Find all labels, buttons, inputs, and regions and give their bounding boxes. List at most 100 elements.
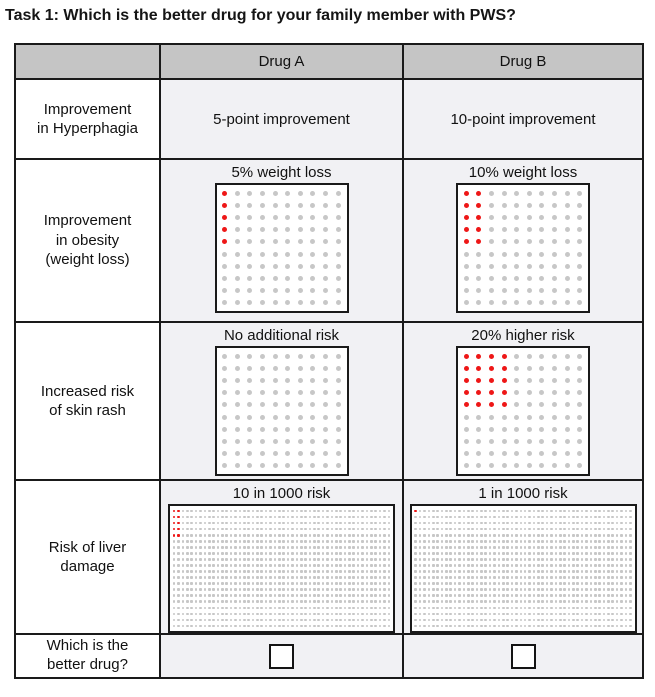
gray-dot (348, 539, 351, 543)
gray-dot (387, 527, 391, 531)
red-dot (463, 365, 469, 371)
gray-dot (475, 588, 479, 591)
gray-dot (497, 594, 501, 598)
row-obesity: Improvement in obesity (weight loss) 5% … (14, 158, 644, 323)
gray-dot (475, 546, 479, 549)
gray-dot (222, 251, 228, 257)
gray-dot (476, 263, 482, 269)
gray-dot (576, 546, 580, 549)
gray-dot (589, 582, 593, 585)
gray-dot (323, 402, 329, 408)
gray-dot (203, 618, 207, 622)
gray-dot (440, 618, 444, 622)
gray-dot (607, 582, 610, 585)
gray-dot (216, 558, 220, 561)
gray-dot (532, 618, 536, 622)
gray-dot (369, 618, 373, 622)
gray-dot (221, 618, 224, 622)
gray-dot (251, 527, 255, 531)
gray-dot (269, 618, 272, 622)
gray-dot (339, 564, 342, 567)
red-dot (463, 190, 469, 196)
gray-dot (334, 558, 338, 561)
gray-dot (221, 624, 224, 628)
gray-dot (418, 600, 422, 604)
gray-dot (222, 377, 228, 383)
gray-dot (602, 521, 606, 525)
gray-dot (484, 576, 488, 579)
gray-dot (462, 521, 466, 525)
gray-dot (580, 558, 584, 561)
gray-dot (383, 509, 386, 513)
gray-dot (466, 546, 470, 549)
gray-dot (550, 539, 553, 543)
gray-dot (458, 612, 461, 616)
gray-dot (186, 521, 189, 525)
gray-dot (199, 612, 202, 616)
gray-dot (272, 288, 278, 294)
drug-a-checkbox[interactable] (269, 643, 294, 669)
gray-dot (593, 552, 597, 555)
gray-dot (598, 618, 601, 622)
gray-dot (515, 576, 518, 579)
gray-dot (445, 606, 448, 610)
gray-dot (554, 612, 558, 616)
gray-dot (286, 552, 290, 555)
gray-dot (453, 582, 457, 585)
gray-dot (308, 558, 312, 561)
gray-dot (475, 558, 479, 561)
gray-dot (361, 576, 364, 579)
gray-dot (369, 600, 373, 604)
gray-dot (414, 600, 417, 604)
gray-dot (445, 594, 448, 598)
gray-dot (589, 533, 593, 537)
gray-dot (190, 546, 193, 549)
drug-b-checkbox[interactable] (510, 643, 536, 669)
gray-dot (374, 552, 377, 555)
gray-dot (282, 546, 285, 549)
gray-dot (374, 588, 377, 591)
gray-dot (475, 576, 479, 579)
gray-dot (585, 539, 588, 543)
gray-dot (181, 582, 185, 585)
gray-dot (593, 594, 597, 598)
gray-dot (423, 594, 426, 598)
gray-dot (361, 600, 364, 604)
gray-dot (506, 564, 509, 567)
gray-dot (335, 251, 341, 257)
gray-dot (458, 570, 461, 573)
gray-dot (264, 533, 268, 537)
gray-dot (186, 570, 189, 573)
row-liver-damage: Risk of liver damage 10 in 1000 risk 1 i… (14, 479, 644, 635)
gray-dot (225, 624, 229, 628)
gray-dot (449, 546, 453, 549)
gray-dot (458, 527, 461, 531)
gray-dot (374, 612, 377, 616)
gray-dot (323, 353, 329, 359)
gray-dot (484, 521, 488, 525)
gray-dot (365, 533, 369, 537)
gray-dot (291, 539, 294, 543)
gray-dot (528, 533, 531, 537)
gray-dot (471, 606, 474, 610)
gray-dot (348, 564, 351, 567)
gray-dot (177, 570, 180, 573)
gray-dot (222, 288, 228, 294)
gray-dot (297, 239, 303, 245)
gray-dot (378, 552, 382, 555)
gray-dot (550, 570, 553, 573)
gray-dot (598, 515, 601, 519)
gray-dot (550, 515, 553, 519)
gray-dot (449, 539, 453, 543)
gray-dot (299, 612, 303, 616)
gray-dot (567, 552, 571, 555)
gray-dot (310, 251, 316, 257)
gray-dot (256, 588, 259, 591)
gray-dot (234, 521, 237, 525)
gray-dot (321, 546, 325, 549)
gray-dot (567, 594, 571, 598)
gray-dot (251, 582, 255, 585)
gray-dot (234, 576, 237, 579)
gray-dot (207, 527, 211, 531)
gray-dot (598, 606, 601, 610)
